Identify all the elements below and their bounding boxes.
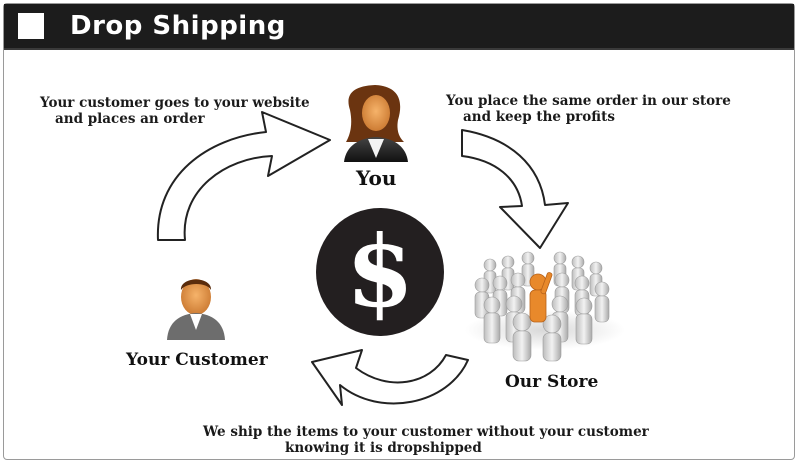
arrow-store-to-customer [311,349,469,406]
page-title: Drop Shipping [70,11,286,41]
arrow-customer-to-you [156,111,331,241]
caption-line: You place the same order in our store [446,93,731,109]
header-bar: Drop Shipping [4,4,794,48]
caption-customer-orders: Your customer goes to your website and p… [40,95,310,127]
arrow-you-to-store [461,129,569,249]
node-label-our-store: Our Store [505,372,599,392]
node-label-you: You [356,166,397,190]
crowd-with-leader-icon [465,251,625,362]
caption-we-ship: We ship the items to your customer witho… [203,424,649,456]
slide-frame [3,3,795,460]
header-square-icon [18,13,44,39]
caption-line: and places an order [55,111,205,127]
caption-line: We ship the items to your customer witho… [203,424,649,440]
header-divider [4,48,794,50]
caption-line: and keep the profits [463,109,615,125]
woman-avatar-icon [344,85,408,162]
dollar-symbol: $ [346,215,414,330]
leader-figure-icon [529,272,553,323]
node-label-your-customer: Your Customer [126,350,268,370]
man-avatar-icon [167,279,225,340]
caption-line: Your customer goes to your website [40,95,310,111]
caption-line: knowing it is dropshipped [285,440,482,456]
caption-you-order: You place the same order in our store an… [446,93,731,125]
dollar-coin-icon: $ [316,208,444,336]
